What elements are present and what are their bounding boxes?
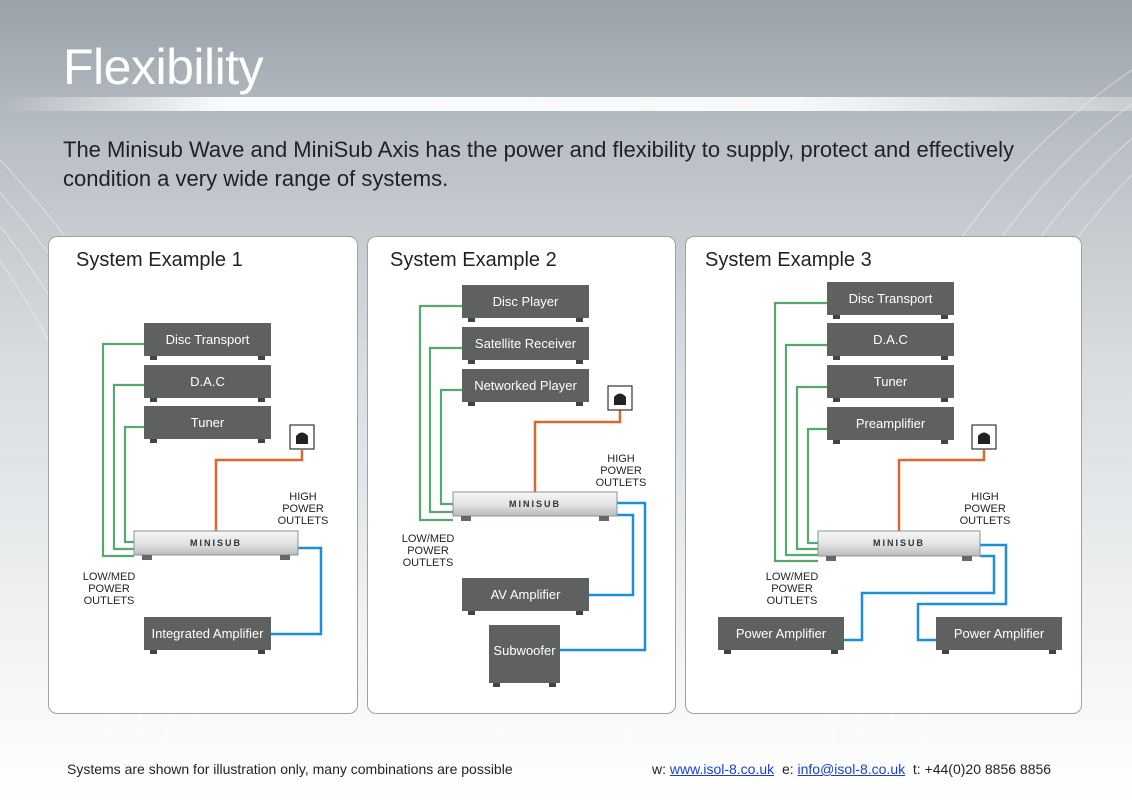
device-tuner: Tuner — [827, 365, 954, 402]
device-label: Power Amplifier — [736, 626, 827, 641]
svg-text:POWER: POWER — [407, 545, 449, 557]
minisub-label: MINISUB — [509, 499, 561, 509]
device-tuner: Tuner — [144, 406, 271, 443]
wall-socket-icon — [607, 385, 633, 411]
svg-text:OUTLETS: OUTLETS — [278, 515, 329, 527]
website-link[interactable]: www.isol-8.co.uk — [669, 761, 775, 777]
svg-text:LOW/MED: LOW/MED — [766, 571, 819, 583]
high-power-cable — [271, 546, 323, 636]
high-power-cable — [560, 501, 647, 652]
svg-text:POWER: POWER — [600, 465, 642, 477]
high-power-label: HIGH POWER OUTLETS — [960, 491, 1011, 527]
device-label: Satellite Receiver — [475, 336, 577, 351]
minisub-label: MINISUB — [190, 538, 242, 548]
title-divider — [0, 97, 1132, 111]
device-label: D.A.C — [190, 374, 225, 389]
svg-text:POWER: POWER — [771, 583, 813, 595]
page-title: Flexibility — [63, 39, 264, 95]
low-power-label: LOW/MED POWER OUTLETS — [766, 571, 819, 607]
low-power-cable — [806, 427, 827, 545]
minisub-unit: MINISUB — [452, 491, 618, 521]
diagram-1: Disc Transport D.A.C Tuner MINISUB HIGH … — [83, 323, 329, 654]
device-disc-player: Disc Player — [462, 285, 589, 322]
phone-prefix: t: — [912, 761, 921, 777]
svg-text:OUTLETS: OUTLETS — [960, 515, 1011, 527]
device-label: Disc Player — [493, 294, 559, 309]
high-power-label: HIGH POWER OUTLETS — [596, 453, 647, 489]
mains-cable — [897, 450, 986, 532]
device-preamplifier: Preamplifier — [827, 407, 954, 444]
low-power-cable — [418, 304, 462, 522]
diagram-2: Disc Player Satellite Receiver Networked… — [402, 285, 647, 687]
svg-text:OUTLETS: OUTLETS — [767, 595, 818, 607]
email-link[interactable]: info@isol-8.co.uk — [797, 761, 906, 777]
mains-cable — [533, 410, 622, 493]
svg-text:OUTLETS: OUTLETS — [84, 595, 135, 607]
device-power-amplifier-right: Power Amplifier — [936, 617, 1062, 654]
panel-title-1: System Example 1 — [76, 249, 243, 271]
svg-text:HIGH: HIGH — [289, 491, 317, 503]
svg-text:OUTLETS: OUTLETS — [403, 557, 454, 569]
low-power-cable — [123, 425, 144, 544]
device-label: Integrated Amplifier — [151, 626, 264, 641]
device-dac: D.A.C — [144, 365, 271, 402]
device-integrated-amplifier: Integrated Amplifier — [144, 617, 271, 654]
email-prefix: e: — [781, 761, 794, 777]
svg-text:LOW/MED: LOW/MED — [402, 533, 455, 545]
svg-text:HIGH: HIGH — [971, 491, 999, 503]
low-power-cable — [112, 383, 144, 551]
panel-title-2: System Example 2 — [390, 249, 557, 271]
device-disc-transport: Disc Transport — [144, 323, 271, 360]
low-power-cable — [784, 343, 827, 557]
footer-disclaimer: Systems are shown for illustration only,… — [67, 761, 513, 777]
wall-socket-icon — [971, 424, 997, 450]
svg-text:POWER: POWER — [964, 503, 1006, 515]
high-power-cable — [844, 554, 996, 642]
low-power-cable — [101, 342, 144, 558]
phone-number: +44(0)20 8856 8856 — [924, 761, 1052, 777]
device-label: Disc Transport — [166, 332, 250, 347]
device-av-amplifier: AV Amplifier — [462, 578, 589, 615]
device-satellite-receiver: Satellite Receiver — [462, 327, 589, 364]
svg-text:LOW/MED: LOW/MED — [83, 571, 136, 583]
device-label: D.A.C — [873, 332, 908, 347]
svg-text:HIGH: HIGH — [607, 453, 635, 465]
footer-contact: w: www.isol-8.co.uk e: info@isol-8.co.uk… — [652, 761, 1051, 777]
low-power-cable — [439, 388, 462, 506]
low-power-cable — [795, 385, 827, 551]
device-networked-player: Networked Player — [462, 369, 589, 406]
device-disc-transport: Disc Transport — [827, 282, 954, 319]
web-prefix: w: — [652, 761, 666, 777]
device-label: Power Amplifier — [954, 626, 1045, 641]
device-label: AV Amplifier — [491, 587, 562, 602]
low-power-cable — [428, 346, 462, 514]
device-label: Disc Transport — [849, 291, 933, 306]
device-label: Tuner — [191, 415, 225, 430]
minisub-label: MINISUB — [873, 538, 925, 548]
device-dac: D.A.C — [827, 323, 954, 360]
device-label: Preamplifier — [856, 416, 926, 431]
minisub-unit: MINISUB — [133, 530, 299, 560]
intro-text: The Minisub Wave and MiniSub Axis has th… — [63, 137, 1014, 191]
wall-socket-icon — [289, 424, 315, 450]
low-power-cable — [773, 301, 827, 563]
low-power-label: LOW/MED POWER OUTLETS — [83, 571, 136, 607]
high-power-cable — [589, 513, 635, 597]
svg-text:POWER: POWER — [88, 583, 130, 595]
high-power-cable — [916, 543, 1008, 642]
device-power-amplifier-left: Power Amplifier — [718, 617, 844, 654]
device-label: Tuner — [874, 374, 908, 389]
diagram-3: Disc Transport D.A.C Tuner Preamplifier … — [718, 282, 1062, 654]
svg-text:OUTLETS: OUTLETS — [596, 477, 647, 489]
device-label: Networked Player — [474, 378, 577, 393]
mains-cable — [214, 450, 304, 532]
low-power-label: LOW/MED POWER OUTLETS — [402, 533, 455, 569]
high-power-label: HIGH POWER OUTLETS — [278, 491, 329, 527]
panel-title-3: System Example 3 — [705, 249, 872, 271]
device-subwoofer: Subwoofer — [489, 625, 560, 687]
minisub-unit: MINISUB — [817, 530, 981, 561]
svg-text:POWER: POWER — [282, 503, 324, 515]
device-label: Subwoofer — [493, 643, 556, 658]
